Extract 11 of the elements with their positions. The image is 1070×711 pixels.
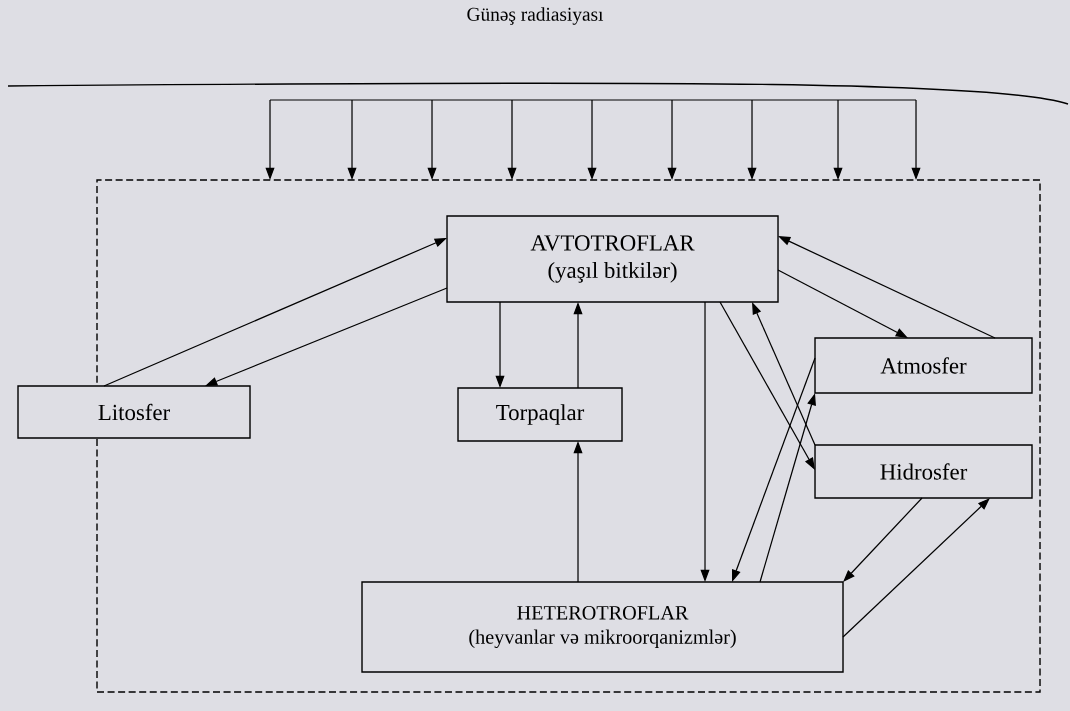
arrow xyxy=(719,301,815,470)
arrow xyxy=(843,497,923,582)
title: Günəş radiasiyası xyxy=(467,7,604,25)
region-outline xyxy=(96,179,1041,693)
box: Litosfer xyxy=(17,385,251,439)
box: Torpaqlar xyxy=(457,387,623,442)
box: HETEROTROFLAR (heyvanlar və mikroorqanizmlər) xyxy=(361,581,844,673)
box: Atmosfer xyxy=(814,337,1033,394)
box: AVTOTROFLAR (yaşıl bitkilər) xyxy=(446,215,779,303)
arrow xyxy=(842,498,990,638)
box: Hidrosfer xyxy=(814,444,1033,499)
